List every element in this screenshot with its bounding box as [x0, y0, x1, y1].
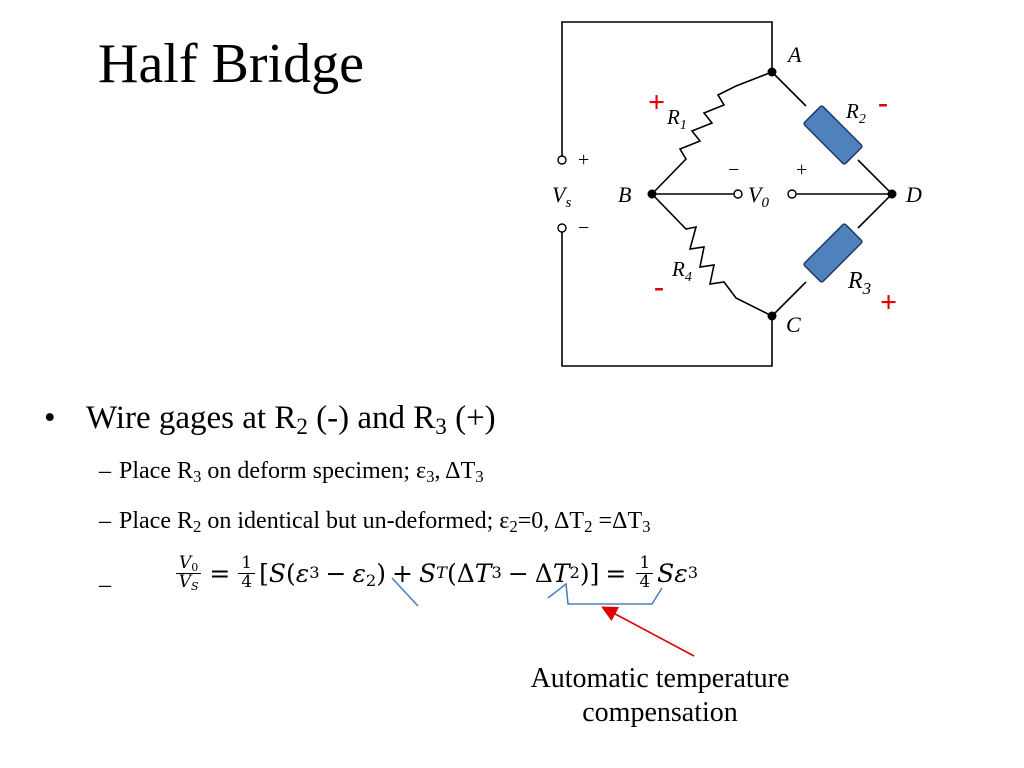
sub-bullet-dash: – — [99, 508, 111, 534]
sub-bullet-equation-dash: – — [99, 572, 111, 598]
bullet-text: Wire gages at R2 (-) and R3 (+) — [86, 400, 496, 439]
v0-over-vs-fraction: V0 VS — [176, 554, 202, 592]
node-d-label: D — [905, 182, 922, 207]
v0-minus-terminal — [733, 189, 743, 199]
r2-wire-top — [771, 71, 807, 107]
node-b-dot — [647, 189, 657, 199]
vs-minus-sign: − — [578, 217, 589, 239]
node-c-label: C — [786, 312, 801, 337]
node-c-dot — [767, 311, 777, 321]
r2-strain-gage — [803, 105, 863, 165]
r2-minus-mark: - — [878, 86, 888, 119]
half-bridge-circuit-diagram: + − Vs − + V0 A B C D R1 R2 R4 R3 + - - … — [552, 21, 922, 367]
v0-minus-sign: − — [728, 159, 739, 181]
vs-plus-sign: + — [578, 149, 589, 171]
r3-wire-bottom — [771, 281, 807, 317]
node-a-label: A — [786, 42, 802, 67]
bullet-dot: • — [44, 400, 56, 436]
vs-minus-terminal — [557, 223, 567, 233]
v0-label: V0 — [748, 182, 769, 211]
vs-plus-terminal — [557, 155, 567, 165]
one-quarter-fraction: 1 4 — [238, 554, 256, 592]
r4-label: R4 — [671, 257, 692, 285]
r2-wire-bottom — [857, 159, 893, 195]
supply-wire-bottom — [561, 232, 773, 367]
supply-wire-left — [561, 21, 773, 156]
one-quarter-fraction-2: 1 4 — [636, 554, 654, 592]
v0-plus-sign: + — [796, 159, 807, 181]
slide-title: Half Bridge — [98, 33, 364, 95]
v0-plus-terminal — [787, 189, 797, 199]
sub-bullet-r3-placement: –Place R3 on deform specimen; ε3, ΔT3 — [99, 458, 484, 487]
r3-strain-gage — [803, 223, 863, 283]
sub-bullet-dash: – — [99, 458, 111, 484]
r3-wire-top — [857, 193, 893, 229]
epsilon-2-term: ε2 — [352, 558, 377, 590]
r3-label: R3 — [847, 268, 871, 298]
r1-plus-mark: + — [648, 86, 665, 119]
r4-minus-mark: - — [654, 270, 664, 303]
r2-label: R2 — [845, 99, 866, 127]
node-a-dot — [767, 67, 777, 77]
node-d-dot — [887, 189, 897, 199]
sub-bullet-r2-placement: –Place R2 on identical but un-deformed; … — [99, 508, 651, 537]
r1-label: R1 — [666, 105, 687, 133]
vs-label: Vs — [552, 182, 571, 211]
annotation-arrow — [601, 606, 695, 657]
r1-resistor — [651, 71, 773, 195]
temperature-compensation-note: Automatic temperature compensation — [530, 663, 790, 728]
r3-plus-mark: + — [880, 286, 897, 319]
node-b-label: B — [618, 182, 631, 207]
r4-resistor — [651, 193, 773, 317]
